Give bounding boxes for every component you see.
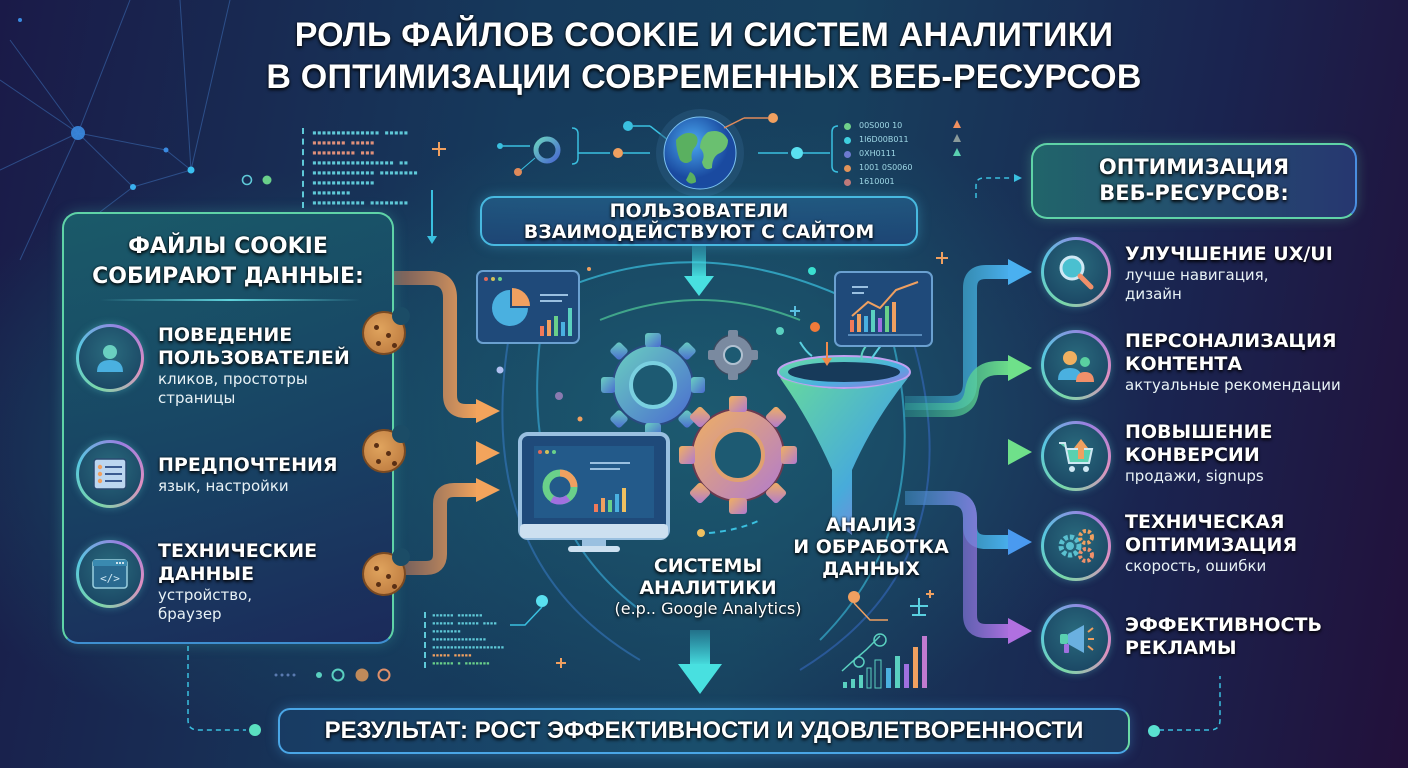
optimization-item-conversion: ПОВЫШЕНИЕ КОНВЕРСИИ продажи, signups bbox=[1041, 421, 1272, 491]
processing-line-2: И ОБРАБОТКА bbox=[793, 536, 949, 558]
data-processing-label: АНАЛИЗ И ОБРАБОТКА ДАННЫХ bbox=[776, 514, 966, 580]
cookies-header-line-2: СОБИРАЮТ ДАННЫЕ: bbox=[92, 264, 364, 289]
item-subtitle: язык, настройки bbox=[158, 477, 289, 495]
page-title: РОЛЬ ФАЙЛОВ COOKIE И СИСТЕМ АНАЛИТИКИ В … bbox=[0, 14, 1408, 98]
cookie-icon bbox=[362, 548, 410, 596]
cookie-item-preferences: ПРЕДПОЧТЕНИЯ язык, настройки bbox=[76, 440, 338, 508]
item-subtitle: устройство, bbox=[158, 586, 253, 604]
plus-decor bbox=[432, 142, 446, 156]
item-title: ДАННЫЕ bbox=[158, 563, 255, 585]
item-subtitle: актуальные рекомендации bbox=[1125, 376, 1341, 394]
analytics-line-2: АНАЛИТИКИ bbox=[639, 577, 777, 599]
item-title: КОНТЕНТА bbox=[1125, 353, 1243, 375]
magnifier-icon bbox=[1041, 237, 1111, 307]
funnel-icon bbox=[777, 355, 911, 535]
item-subtitle: браузер bbox=[158, 605, 222, 623]
code-snippet-decoration-bottom: ▪▪▪▪▪▪ ▪▪▪▪▪▪▪ ▪▪▪▪▪▪ ▪▪▪▪▪▪ ▪▪▪▪ ▪▪▪▪▪▪… bbox=[424, 612, 504, 668]
divider bbox=[100, 299, 360, 301]
legend-row: 1610001 bbox=[844, 175, 912, 189]
code-snippet-decoration: ▪▪▪▪▪▪▪▪▪▪▪▪▪▪ ▪▪▪▪▪ ▪▪▪▪▪▪▪ ▪▪▪▪▪ ▪▪▪▪▪… bbox=[302, 128, 418, 208]
gears-icon bbox=[1041, 511, 1111, 581]
cookie-item-behavior: ПОВЕДЕНИЕ ПОЛЬЗОВАТЕЛЕЙ кликов, простотр… bbox=[76, 324, 350, 408]
item-subtitle: страницы bbox=[158, 389, 236, 407]
item-title: ТЕХНИЧЕСКАЯ bbox=[1125, 511, 1285, 533]
cookies-panel-header: ФАЙЛЫ COOKIE СОБИРАЮТ ДАННЫЕ: bbox=[64, 232, 392, 292]
item-title: ПОВЕДЕНИЕ bbox=[158, 324, 293, 346]
legend-row: 1I6D00B011 bbox=[844, 133, 912, 147]
legend-row: 0XH0111 bbox=[844, 147, 912, 161]
optimization-header-box: ОПТИМИЗАЦИЯ ВЕБ-РЕСУРСОВ: bbox=[1031, 143, 1357, 219]
optimization-item-uxui: УЛУЧШЕНИЕ UX/UI лучше навигация, дизайн bbox=[1041, 237, 1333, 307]
cookies-header-line-1: ФАЙЛЫ COOKIE bbox=[128, 234, 328, 259]
cookies-panel: ФАЙЛЫ COOKIE СОБИРАЮТ ДАННЫЕ: ПОВЕДЕНИЕ … bbox=[62, 212, 394, 644]
legend-row: 00S000 10 bbox=[844, 119, 912, 133]
optimization-item-technical: ТЕХНИЧЕСКАЯ ОПТИМИЗАЦИЯ скорость, ошибки bbox=[1041, 511, 1297, 581]
item-subtitle: кликов, простотры bbox=[158, 370, 308, 388]
megaphone-icon bbox=[1041, 604, 1111, 674]
legend-row: 1001 0S0060 bbox=[844, 161, 912, 175]
globe-icon bbox=[656, 109, 744, 197]
code-window-icon: </> bbox=[76, 540, 144, 608]
mini-bar-chart-icon bbox=[841, 633, 927, 689]
processing-line-1: АНАЛИЗ bbox=[825, 514, 917, 536]
optimization-header-line-2: ВЕБ-РЕСУРСОВ: bbox=[1099, 181, 1289, 205]
item-subtitle: скорость, ошибки bbox=[1125, 557, 1267, 575]
svg-text:</>: </> bbox=[100, 572, 120, 585]
processing-line-3: ДАННЫХ bbox=[822, 558, 920, 580]
analytics-systems-label: СИСТЕМЫ АНАЛИТИКИ (e.p.. Google Analytic… bbox=[598, 555, 818, 619]
optimization-item-personalization: ПЕРСОНАЛИЗАЦИЯ КОНТЕНТА актуальные реком… bbox=[1041, 330, 1341, 400]
item-title: ПЕРСОНАЛИЗАЦИЯ bbox=[1125, 330, 1337, 352]
gear-small-gray-icon bbox=[708, 330, 758, 380]
item-title: УЛУЧШЕНИЕ UX/UI bbox=[1125, 243, 1333, 265]
item-title: ПРЕДПОЧТЕНИЯ bbox=[158, 454, 338, 476]
item-title: ОПТИМИЗАЦИЯ bbox=[1125, 534, 1298, 556]
item-title: ТЕХНИЧЕСКИЕ bbox=[158, 540, 318, 562]
result-text: РЕЗУЛЬТАТ: РОСТ ЭФФЕКТИВНОСТИ И УДОВЛЕТВ… bbox=[324, 717, 1084, 744]
item-title: РЕКЛАМЫ bbox=[1125, 637, 1237, 659]
item-subtitle: продажи, signups bbox=[1125, 467, 1264, 485]
title-line-2: В ОПТИМИЗАЦИИ СОВРЕМЕННЫХ ВЕБ-РЕСУРСОВ bbox=[266, 58, 1142, 96]
item-title: ПОЛЬЗОВАТЕЛЕЙ bbox=[158, 347, 350, 369]
dashboard-chart-icon bbox=[834, 271, 933, 347]
item-title: ПОВЫШЕНИЕ bbox=[1125, 421, 1273, 443]
gear-large-orange-icon bbox=[679, 396, 797, 514]
cookie-item-technical: </> ТЕХНИЧЕСКИЕ ДАННЫЕ устройство, брауз… bbox=[76, 540, 317, 624]
cart-up-icon bbox=[1041, 421, 1111, 491]
users-icon bbox=[1041, 330, 1111, 400]
optimization-header-line-1: ОПТИМИЗАЦИЯ bbox=[1098, 155, 1290, 179]
settings-list-icon bbox=[76, 440, 144, 508]
users-box-line-1: ПОЛЬЗОВАТЕЛИ bbox=[609, 200, 789, 222]
cookie-icon bbox=[362, 425, 410, 473]
item-subtitle: дизайн bbox=[1125, 285, 1182, 303]
item-subtitle: лучше навигация, bbox=[1125, 266, 1269, 284]
analytics-subtitle: (e.p.. Google Analytics) bbox=[614, 599, 802, 618]
data-legend: 00S000 10 1I6D00B011 0XH0111 1001 0S0060… bbox=[844, 119, 912, 189]
item-title: КОНВЕРСИИ bbox=[1125, 444, 1260, 466]
user-icon bbox=[76, 324, 144, 392]
result-bar: РЕЗУЛЬТАТ: РОСТ ЭФФЕКТИВНОСТИ И УДОВЛЕТВ… bbox=[278, 708, 1130, 754]
users-interact-box: ПОЛЬЗОВАТЕЛИ ВЗАИМОДЕЙСТВУЮТ С САЙТОМ bbox=[480, 196, 918, 246]
monitor-analytics-icon bbox=[518, 432, 670, 552]
dashboard-pie-icon bbox=[476, 270, 580, 344]
cookie-icon bbox=[362, 307, 410, 355]
item-title: ЭФФЕКТИВНОСТЬ bbox=[1125, 614, 1322, 636]
users-box-line-2: ВЗАИМОДЕЙСТВУЮТ С САЙТОМ bbox=[523, 221, 875, 243]
optimization-item-ads: ЭФФЕКТИВНОСТЬ РЕКЛАМЫ bbox=[1041, 604, 1322, 674]
gear-large-blue-icon bbox=[601, 333, 705, 437]
analytics-line-1: СИСТЕМЫ bbox=[653, 555, 763, 577]
title-line-1: РОЛЬ ФАЙЛОВ COOKIE И СИСТЕМ АНАЛИТИКИ bbox=[294, 16, 1114, 54]
